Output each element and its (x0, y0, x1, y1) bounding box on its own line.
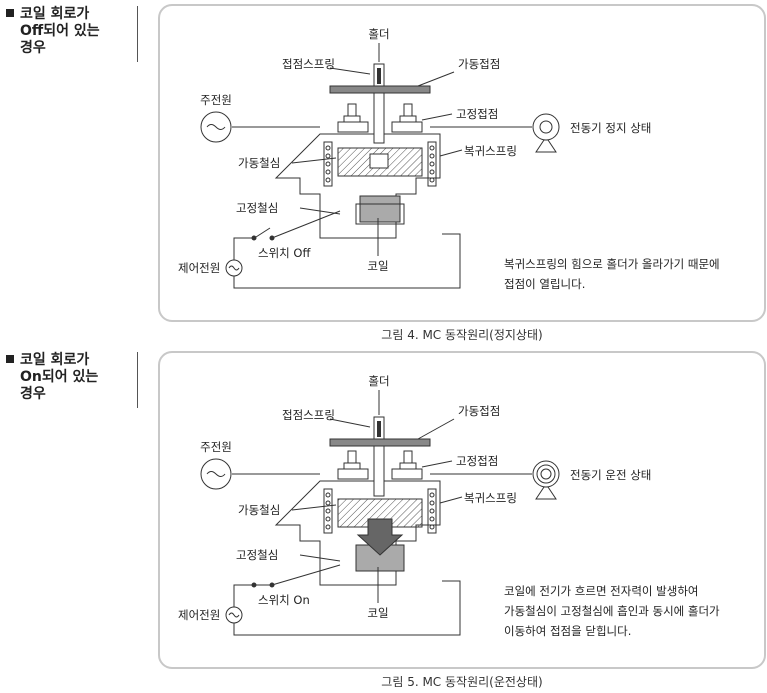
heading-line-3: 경우 (20, 40, 46, 56)
label-moving-core: 가동철심 (238, 503, 280, 517)
bullet-square-icon (6, 9, 14, 17)
motor-running-icon (532, 460, 560, 500)
heading-divider (137, 6, 138, 62)
label-coil: 코일 (367, 259, 388, 273)
figure-caption-4: 그림 4. MC 동작원리(정지상태) (381, 328, 543, 342)
leader-lines (291, 43, 463, 256)
label-moving-core: 가동철심 (238, 156, 280, 170)
label-holder: 홀더 (368, 374, 389, 388)
heading-line-2: On되어 있는 (20, 369, 99, 385)
control-ac-source-icon (225, 259, 243, 277)
description-line-3: 이동하여 접점을 닫힙니다. (504, 624, 631, 638)
label-motor-state: 전동기 정지 상태 (570, 121, 651, 135)
label-control-power: 제어전원 (178, 608, 220, 622)
moving-core (337, 498, 423, 528)
control-ac-source-icon (225, 606, 243, 624)
label-main-power: 주전원 (200, 440, 232, 454)
label-switch: 스위치 Off (258, 246, 311, 260)
mc-diagram-on: 홀더 접점스프링 가동접점 주전원 고정접점 전동기 운전 상태 가동철심 복귀… (178, 374, 720, 638)
label-fixed-core: 고정철심 (236, 201, 278, 215)
return-spring-left (323, 141, 333, 187)
coil (359, 195, 401, 223)
label-moving-contact: 가동접점 (458, 404, 500, 418)
fixed-contacts (337, 450, 423, 480)
description-line-1: 복귀스프링의 힘으로 홀더가 올라가기 때문에 (504, 257, 720, 271)
holder-shaft (373, 445, 385, 497)
moving-contact-bar (329, 85, 431, 94)
leader-lines (291, 390, 463, 603)
ac-source-icon (200, 111, 232, 143)
diagram-panel-on: 홀더 접점스프링 가동접점 주전원 고정접점 전동기 운전 상태 가동철심 복귀… (158, 351, 766, 669)
mc-diagram-off: 홀더 접점스프링 가동접점 주전원 고정접점 전동기 정지 상태 가동철심 복귀… (178, 27, 720, 291)
return-spring-right (427, 488, 437, 534)
label-return-spring: 복귀스프링 (464, 144, 517, 158)
bullet-square-icon (6, 355, 14, 363)
label-fixed-core: 고정철심 (236, 548, 278, 562)
return-spring-right (427, 141, 437, 187)
label-fixed-contact: 고정접점 (456, 107, 498, 121)
holder-shaft (373, 92, 385, 144)
label-moving-contact: 가동접점 (458, 57, 500, 71)
label-fixed-contact: 고정접점 (456, 454, 498, 468)
return-spring-left (323, 488, 333, 534)
heading-line-2: Off되어 있는 (20, 23, 100, 39)
label-holder: 홀더 (368, 27, 389, 41)
label-contact-spring: 접점스프링 (282, 57, 335, 71)
heading-line-3: 경우 (20, 386, 46, 402)
description-line-2: 가동철심이 고정철심에 흡인과 동시에 홀더가 (504, 604, 720, 618)
label-control-power: 제어전원 (178, 261, 220, 275)
label-return-spring: 복귀스프링 (464, 491, 517, 505)
label-main-power: 주전원 (200, 93, 232, 107)
section-off-heading: 코일 회로가 Off되어 있는 경우 (6, 6, 100, 57)
fixed-contacts (337, 103, 423, 133)
description-line-2: 접점이 열립니다. (504, 277, 585, 291)
section-on-heading: 코일 회로가 On되어 있는 경우 (6, 352, 98, 403)
heading-line-1: 코일 회로가 (20, 6, 90, 22)
control-wire (233, 210, 461, 289)
contact-spring (377, 68, 381, 84)
moving-contact-bar (329, 438, 431, 447)
contact-spring (377, 421, 381, 437)
ac-source-icon (200, 458, 232, 490)
diagram-panel-off: 홀더 접점스프링 가동접점 주전원 고정접점 전동기 정지 상태 가동철심 복귀… (158, 4, 766, 322)
heading-line-1: 코일 회로가 (20, 352, 90, 368)
heading-divider (137, 352, 138, 408)
motor-icon (532, 113, 560, 153)
description-line-1: 코일에 전기가 흐르면 전자력이 발생하여 (504, 584, 698, 598)
attraction-arrow-icon (356, 518, 404, 556)
label-switch: 스위치 On (258, 593, 310, 607)
label-motor-state: 전동기 운전 상태 (570, 468, 651, 482)
label-coil: 코일 (367, 606, 388, 620)
control-wire (233, 564, 461, 636)
label-contact-spring: 접점스프링 (282, 408, 335, 422)
figure-caption-5: 그림 5. MC 동작원리(운전상태) (381, 675, 543, 689)
